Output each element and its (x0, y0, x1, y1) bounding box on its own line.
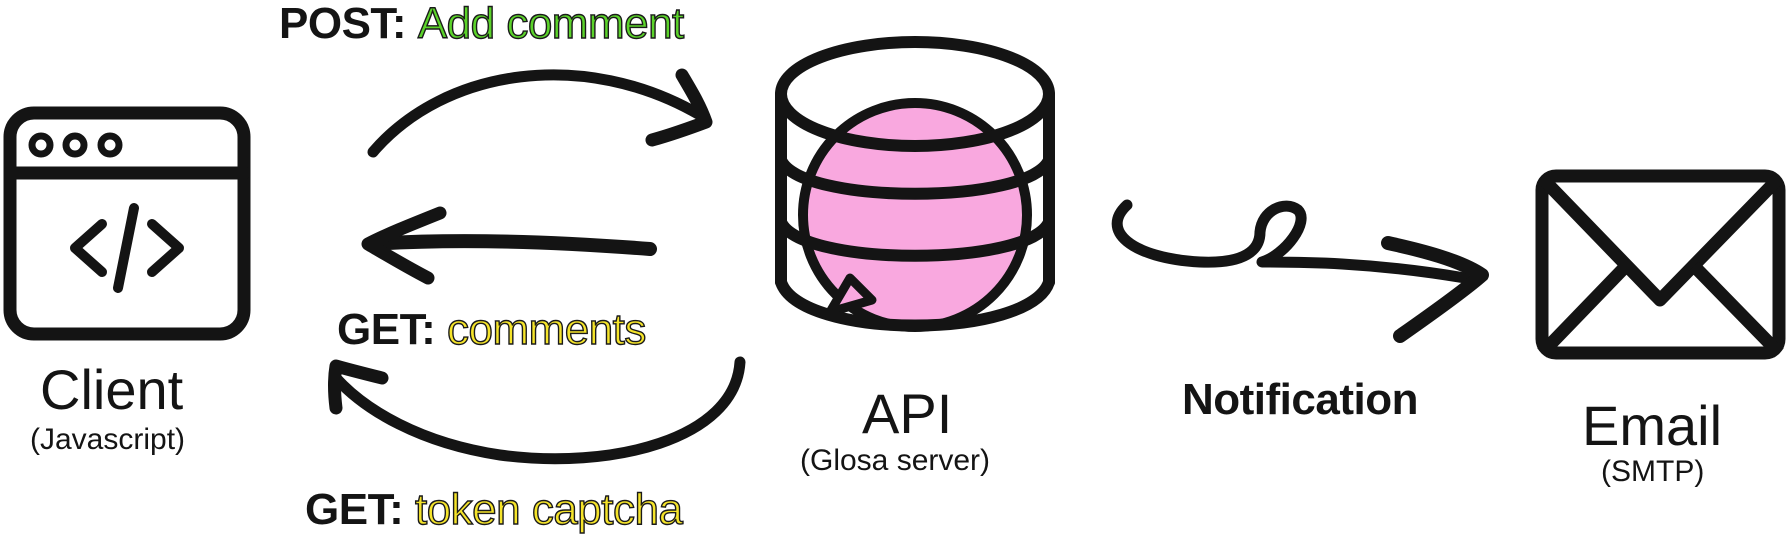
get-comments-arrow (361, 206, 657, 285)
client-title: Client (40, 358, 184, 421)
post-label: POST: Add comment (279, 0, 685, 48)
post-action: Add comment (417, 0, 685, 48)
api-title: API (862, 382, 953, 445)
get-token-label: GET: token captcha (305, 485, 684, 534)
browser-code-icon (3, 106, 251, 341)
post-arrow (367, 68, 713, 158)
notification-label: Notification (1182, 375, 1418, 424)
get-comments-method: GET: (337, 305, 436, 354)
database-icon (775, 36, 1055, 332)
get-comments-action: comments (446, 305, 647, 354)
get-token-action: token captcha (414, 485, 683, 534)
api-subtitle: (Glosa server) (800, 444, 991, 477)
client-subtitle: (Javascript) (30, 423, 186, 456)
notification-arrow (1111, 199, 1489, 343)
get-token-method: GET: (305, 485, 404, 534)
envelope-icon (1535, 169, 1786, 360)
email-subtitle: (SMTP) (1601, 455, 1705, 488)
post-method: POST: (279, 0, 407, 48)
get-token-arrow (328, 356, 746, 465)
email-title: Email (1582, 394, 1723, 457)
get-comments-label: GET: comments (337, 305, 647, 354)
